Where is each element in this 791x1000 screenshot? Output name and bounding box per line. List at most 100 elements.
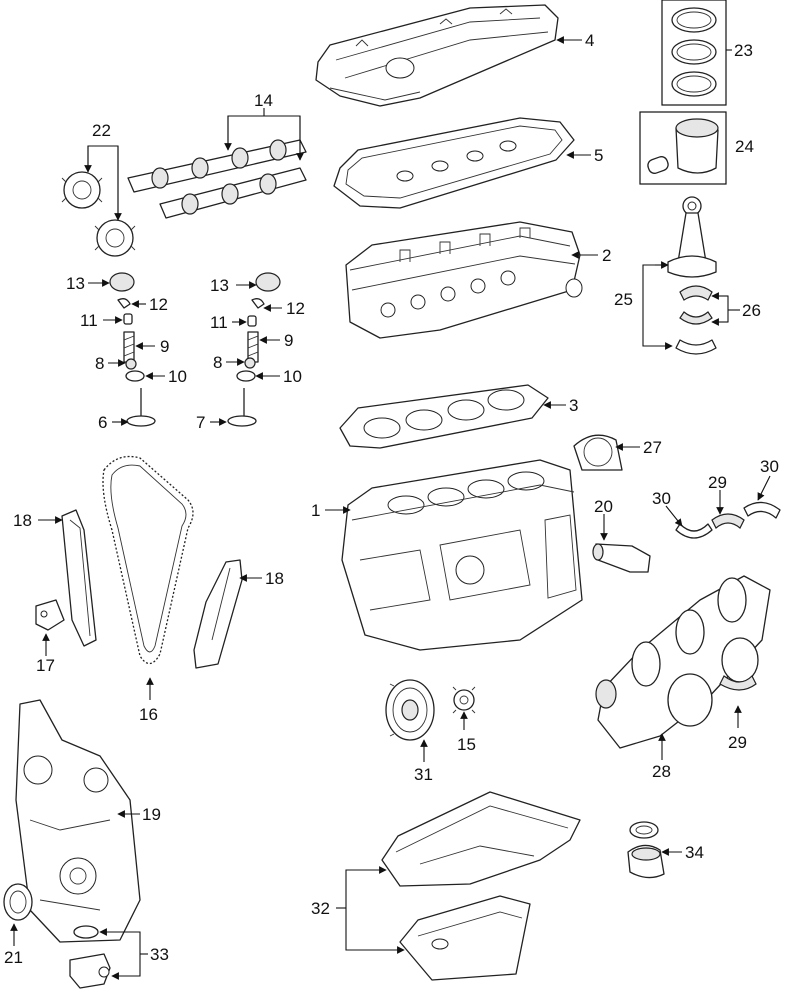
svg-text:17: 17 bbox=[36, 656, 55, 675]
svg-text:24: 24 bbox=[735, 137, 754, 156]
rear-main-seal[interactable] bbox=[573, 434, 623, 471]
piston[interactable] bbox=[639, 111, 727, 185]
svg-text:34: 34 bbox=[685, 843, 704, 862]
svg-text:14: 14 bbox=[254, 91, 273, 110]
front-crank-seal[interactable] bbox=[3, 883, 33, 921]
callout-29-top: 29 bbox=[708, 473, 727, 515]
svg-text:29: 29 bbox=[708, 473, 727, 492]
left-valvetrain[interactable] bbox=[109, 272, 156, 427]
callout-26: 26 bbox=[711, 292, 761, 326]
svg-text:16: 16 bbox=[139, 705, 158, 724]
svg-text:22: 22 bbox=[92, 121, 111, 140]
callout-28: 28 bbox=[652, 733, 671, 781]
right-valvetrain[interactable] bbox=[227, 272, 281, 427]
callout-30-left: 30 bbox=[652, 489, 683, 527]
svg-text:30: 30 bbox=[652, 489, 671, 508]
oil-pan-upper[interactable] bbox=[381, 791, 581, 887]
svg-text:8: 8 bbox=[213, 353, 222, 372]
svg-text:10: 10 bbox=[168, 367, 187, 386]
callout-18-right: 18 bbox=[239, 569, 284, 588]
svg-text:7: 7 bbox=[196, 413, 205, 432]
oil-control-valve[interactable] bbox=[592, 543, 651, 573]
callout-19: 19 bbox=[117, 805, 161, 824]
svg-text:29: 29 bbox=[728, 733, 747, 752]
callout-29-bottom: 29 bbox=[728, 705, 747, 752]
callout-11-right: 11 bbox=[210, 313, 247, 332]
callout-27: 27 bbox=[615, 438, 662, 457]
piston-rings[interactable] bbox=[661, 0, 727, 106]
callout-15: 15 bbox=[457, 711, 476, 754]
callout-9-right: 9 bbox=[259, 331, 293, 350]
svg-text:5: 5 bbox=[594, 146, 603, 165]
chain-guide-left[interactable] bbox=[61, 509, 97, 647]
svg-text:30: 30 bbox=[760, 457, 779, 476]
svg-text:32: 32 bbox=[311, 899, 330, 918]
engine-block[interactable] bbox=[341, 459, 583, 651]
svg-text:13: 13 bbox=[210, 276, 229, 295]
callout-32: 32 bbox=[311, 866, 405, 954]
callout-20: 20 bbox=[594, 497, 613, 541]
callout-4: 4 bbox=[556, 31, 594, 50]
callout-12-left: 12 bbox=[131, 295, 168, 314]
oil-pan-lower[interactable] bbox=[399, 895, 531, 981]
callout-31: 31 bbox=[414, 739, 433, 784]
svg-text:11: 11 bbox=[80, 311, 98, 330]
svg-text:4: 4 bbox=[585, 31, 594, 50]
svg-text:6: 6 bbox=[98, 413, 107, 432]
callout-5: 5 bbox=[566, 146, 603, 165]
svg-text:18: 18 bbox=[13, 511, 32, 530]
callout-10-left: 10 bbox=[145, 367, 187, 386]
svg-text:23: 23 bbox=[734, 41, 753, 60]
chain-tensioner[interactable] bbox=[35, 599, 65, 631]
svg-text:11: 11 bbox=[210, 313, 228, 332]
camshafts[interactable] bbox=[127, 139, 307, 219]
callout-24: 24 bbox=[735, 137, 754, 156]
svg-text:12: 12 bbox=[286, 299, 305, 318]
valve-cover[interactable] bbox=[315, 4, 559, 107]
svg-text:13: 13 bbox=[66, 274, 85, 293]
svg-text:8: 8 bbox=[95, 354, 104, 373]
callout-13-left: 13 bbox=[66, 274, 110, 293]
cylinder-head[interactable] bbox=[345, 221, 583, 339]
callout-9-left: 9 bbox=[135, 337, 169, 356]
callout-22: 22 bbox=[84, 121, 122, 221]
head-gasket[interactable] bbox=[339, 384, 549, 449]
svg-text:26: 26 bbox=[742, 301, 761, 320]
svg-text:3: 3 bbox=[569, 396, 578, 415]
svg-text:28: 28 bbox=[652, 762, 671, 781]
main-bearing-upper[interactable] bbox=[711, 513, 745, 529]
oil-cooler[interactable] bbox=[627, 821, 665, 879]
timing-cover[interactable] bbox=[15, 699, 141, 943]
main-bearing-lower[interactable] bbox=[719, 674, 757, 691]
svg-text:20: 20 bbox=[594, 497, 613, 516]
cam-position-sensor[interactable] bbox=[69, 925, 111, 989]
svg-text:27: 27 bbox=[643, 438, 662, 457]
crankshaft[interactable] bbox=[595, 575, 771, 749]
svg-text:15: 15 bbox=[457, 735, 476, 754]
callout-12-right: 12 bbox=[263, 299, 305, 318]
callout-17: 17 bbox=[36, 633, 55, 675]
thrust-washer-2[interactable] bbox=[743, 501, 781, 519]
connecting-rod[interactable] bbox=[667, 196, 717, 278]
rod-bearings[interactable] bbox=[675, 285, 717, 355]
callout-3: 3 bbox=[543, 396, 578, 415]
callout-34: 34 bbox=[661, 843, 704, 862]
callout-2: 2 bbox=[571, 246, 611, 265]
svg-text:33: 33 bbox=[150, 945, 169, 964]
cam-phasers[interactable] bbox=[61, 171, 136, 257]
callout-30-right: 30 bbox=[757, 457, 779, 501]
chain-guide-right[interactable] bbox=[193, 559, 243, 669]
callout-7: 7 bbox=[196, 413, 227, 432]
svg-text:18: 18 bbox=[265, 569, 284, 588]
svg-text:12: 12 bbox=[149, 295, 168, 314]
callout-16: 16 bbox=[139, 677, 158, 724]
valve-cover-gasket[interactable] bbox=[333, 117, 575, 209]
crankshaft-pulley[interactable] bbox=[385, 679, 435, 741]
callout-18-left: 18 bbox=[13, 511, 63, 530]
callout-6: 6 bbox=[98, 413, 129, 432]
crankshaft-sprocket[interactable] bbox=[452, 686, 476, 714]
timing-chain[interactable] bbox=[102, 455, 194, 665]
callout-33: 33 bbox=[99, 928, 169, 980]
thrust-washer-1[interactable] bbox=[675, 523, 713, 539]
svg-text:9: 9 bbox=[284, 331, 293, 350]
